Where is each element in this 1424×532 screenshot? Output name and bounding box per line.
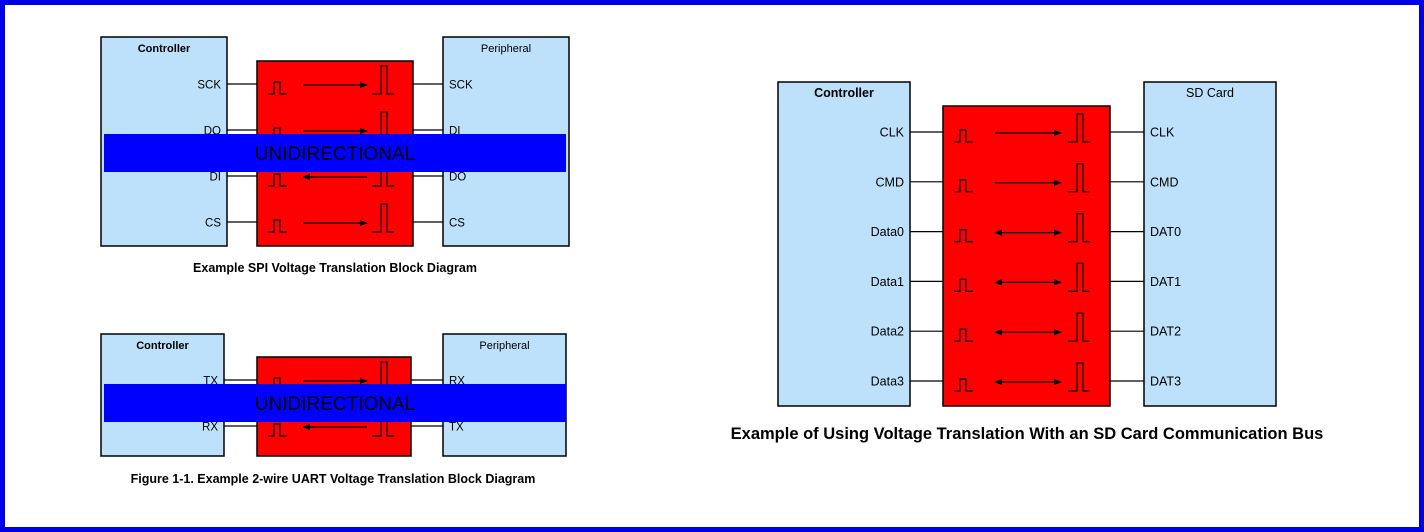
- spi-low-voltage-pulse: [268, 173, 287, 187]
- sd-peripheral-title: SD Card: [1186, 86, 1234, 100]
- sd-low-voltage-pulse: [954, 179, 973, 193]
- uart-controller-title: Controller: [136, 340, 189, 352]
- sd-low-voltage-pulse: [954, 378, 973, 392]
- uart-low-voltage-pulse: [268, 423, 287, 437]
- uart-peripheral-title: Peripheral: [479, 340, 529, 352]
- sd-signal-label-controller: Data3: [871, 375, 904, 389]
- spi-high-voltage-pulse: [372, 65, 394, 95]
- spi-low-voltage-pulse: [268, 81, 287, 95]
- sd-signal-label-peripheral: DAT0: [1150, 225, 1181, 239]
- sd-peripheral-box: [1143, 81, 1277, 407]
- spi-signal-label-controller: CS: [205, 218, 221, 230]
- sd-low-voltage-pulse: [954, 129, 973, 143]
- sd-high-voltage-pulse: [1068, 213, 1090, 243]
- sd-signal-label-peripheral: DAT3: [1150, 375, 1181, 389]
- sd-high-voltage-pulse: [1068, 113, 1090, 143]
- spi-signal-label-peripheral: DI: [449, 126, 461, 138]
- sd-high-voltage-pulse: [1068, 312, 1090, 342]
- spi-controller-title: Controller: [138, 43, 191, 55]
- sd-high-voltage-pulse: [1068, 362, 1090, 392]
- sd-signal-label-controller: CLK: [880, 126, 905, 140]
- spi-caption: Example SPI Voltage Translation Block Di…: [193, 261, 477, 275]
- uart-signal-label-peripheral: TX: [449, 422, 464, 434]
- spi-signal-label-peripheral: DO: [449, 172, 466, 184]
- spi-banner-label: UNIDIRECTIONAL: [255, 144, 415, 165]
- sd-caption: Example of Using Voltage Translation Wit…: [731, 425, 1324, 443]
- uart-banner-label: UNIDIRECTIONAL: [255, 394, 415, 415]
- sd-signal-label-controller: Data0: [871, 225, 904, 239]
- uart-caption: Figure 1-1. Example 2-wire UART Voltage …: [131, 472, 536, 486]
- sd-signal-label-peripheral: CMD: [1150, 175, 1178, 189]
- uart-unidirectional-banner: [104, 384, 566, 422]
- sd-controller-box: [777, 81, 911, 407]
- spi-peripheral-title: Peripheral: [481, 43, 531, 55]
- spi-high-voltage-pulse: [372, 203, 394, 233]
- spi-low-voltage-pulse: [268, 219, 287, 233]
- sd-signal-label-controller: Data1: [871, 275, 904, 289]
- sd-signal-label-controller: Data2: [871, 325, 904, 339]
- sd-high-voltage-pulse: [1068, 163, 1090, 193]
- sd-controller-title: Controller: [814, 86, 874, 100]
- spi-signal-label-peripheral: SCK: [449, 80, 473, 92]
- spi-signal-label-controller: SCK: [197, 80, 221, 92]
- spi-signal-label-controller: DI: [210, 172, 222, 184]
- uart-signal-label-controller: RX: [202, 422, 218, 434]
- sd-signal-label-peripheral: DAT2: [1150, 325, 1181, 339]
- sd-signal-label-peripheral: DAT1: [1150, 275, 1181, 289]
- spi-unidirectional-banner: [104, 134, 566, 172]
- sd-signal-label-controller: CMD: [876, 175, 904, 189]
- sd-low-voltage-pulse: [954, 328, 973, 342]
- sd-signal-label-peripheral: CLK: [1150, 126, 1175, 140]
- sd-high-voltage-pulse: [1068, 262, 1090, 292]
- sd-translator-box: [942, 105, 1111, 407]
- sd-low-voltage-pulse: [954, 229, 973, 243]
- spi-signal-label-peripheral: CS: [449, 218, 465, 230]
- sd-low-voltage-pulse: [954, 278, 973, 292]
